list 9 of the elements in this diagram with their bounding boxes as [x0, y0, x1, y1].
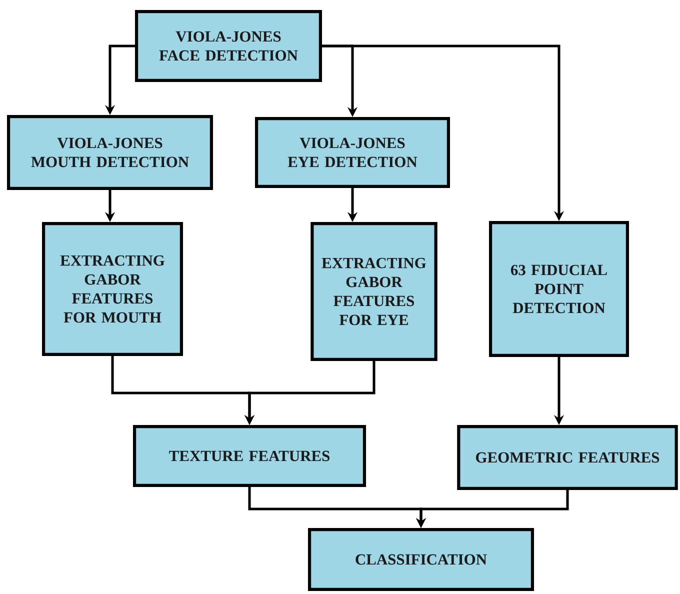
process-box: TEXTURE FEATURES [132, 425, 366, 487]
process-box: EXTRACTING GABOR FEATURES FOR EYE [310, 222, 438, 361]
process-box: 63 FIDUCIAL POINT DETECTION [489, 221, 629, 357]
process-box: VIOLA-JONES EYE DETECTION [255, 117, 450, 188]
process-box: GEOMETRIC FEATURES [457, 425, 678, 490]
process-box: VIOLA-JONES FACE DETECTION [135, 10, 322, 82]
process-box: CLASSIFICATION [308, 528, 534, 591]
process-box: VIOLA-JONES MOUTH DETECTION [7, 115, 214, 190]
process-box: EXTRACTING GABOR FEATURES FOR MOUTH [42, 222, 184, 356]
